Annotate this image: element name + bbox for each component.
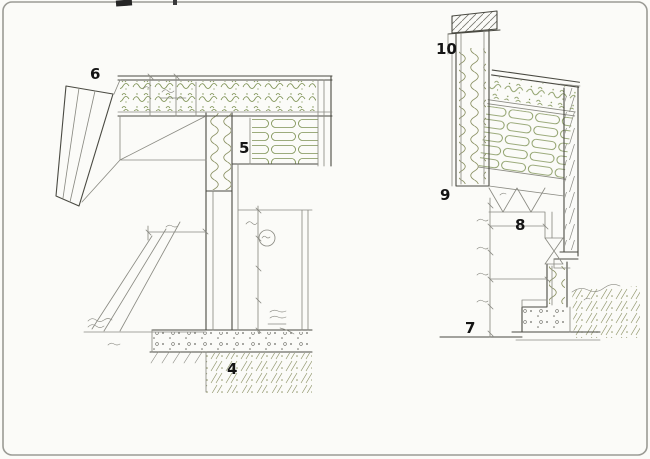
roof-insulation-loops [252,118,318,164]
vegetation-substrate-hatch [120,81,316,111]
left-pencil-lines [62,75,333,393]
truss-zigzag [488,187,546,213]
beam-cross-marks [544,237,564,265]
roof-top-lines [491,69,580,88]
left-dimension-ticks [145,73,262,334]
soil-hatch [206,353,312,393]
circled-annotation [258,229,276,247]
parapet-cap-hatch [452,11,497,33]
right-dimension-ticks [487,202,551,337]
left-detail-section: 6 5 4 [55,65,333,393]
right-detail-section: 10 9 8 7 [436,10,640,341]
callout-5: 5 [239,139,249,157]
vertical-insulation-hatch [207,113,231,190]
footing-concrete-hatch [523,309,568,330]
ground-soil-hatch [572,286,640,338]
concrete-slab-hatch [153,332,311,351]
right-pencil-lines [447,30,601,341]
scan-mark [115,0,133,7]
scan-artifacts [115,0,177,7]
left-handwritten-scribbles [87,86,295,346]
callout-9: 9 [440,186,450,204]
callout-7: 7 [465,319,475,337]
scan-mark [173,0,177,5]
right-handwritten-scribbles [476,192,621,303]
callout-10: 10 [436,40,457,58]
roof-insulation-loops [478,105,573,180]
callout-4: 4 [227,360,237,378]
right-ink-outlines [439,10,601,338]
sloped-roof-buildup [478,69,580,180]
left-footing-hatch [150,351,203,364]
roof-vegetation-hatch [488,75,577,110]
left-ink-outlines [55,75,333,353]
callout-8: 8 [515,216,525,234]
lower-wall-insulation-hatch [549,266,565,304]
callout-6: 6 [90,65,100,83]
